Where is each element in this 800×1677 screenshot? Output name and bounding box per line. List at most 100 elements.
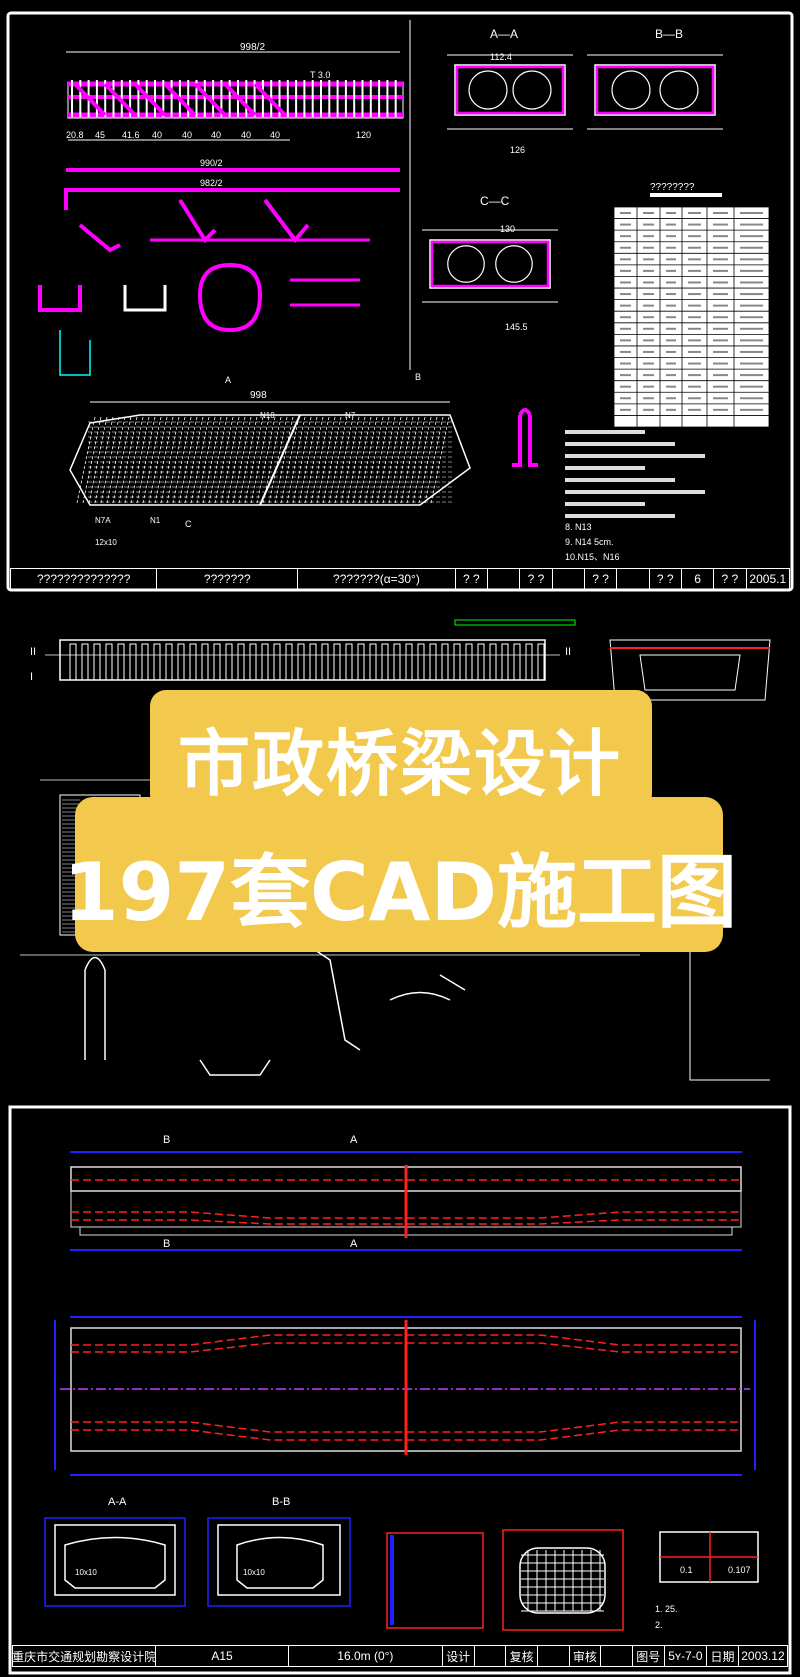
- void-outline: [447, 245, 485, 283]
- table-cell: [666, 235, 676, 238]
- title-block-cell: 2005.1: [749, 572, 787, 586]
- table-cell: [713, 408, 728, 411]
- banner-background-bottom: [75, 797, 723, 952]
- table-cell: [620, 408, 631, 411]
- dim-label: 145.5: [505, 322, 528, 332]
- table-cell: [740, 258, 763, 261]
- rebar-elevation: 998/2 20.8 45 41.6 40 40 40 40 40 120 T …: [66, 42, 404, 141]
- section-outline: [454, 64, 566, 116]
- table-cell: [666, 212, 676, 214]
- table-cell: [740, 235, 763, 238]
- title-block-cell: 5ʏ-7-0: [665, 1646, 708, 1666]
- cut-label: C: [185, 519, 192, 529]
- note-line: [565, 430, 645, 434]
- table-cell: [620, 281, 631, 284]
- beam-plan: [54, 1316, 756, 1476]
- table-cell: [643, 327, 654, 330]
- table-cell: [643, 212, 654, 214]
- table-cell: [713, 397, 728, 400]
- table-cell: [713, 304, 728, 307]
- bent-bar: [73, 82, 107, 117]
- title-block-cell: 审核: [570, 1646, 602, 1666]
- table-cell: [643, 385, 654, 388]
- table-cell: [740, 397, 763, 400]
- table-cell: [666, 339, 676, 342]
- table-cell: [688, 235, 701, 238]
- table-cell: [740, 316, 763, 319]
- dim-label: 998/2: [240, 42, 265, 53]
- dim-label: 10x10: [243, 1568, 265, 1577]
- bent-bar: [133, 82, 167, 117]
- section-label-a-a: A-A: [108, 1496, 127, 1508]
- void-outline: [512, 70, 552, 110]
- table-cell: [643, 316, 654, 319]
- dim-label: 40: [211, 130, 221, 140]
- cut-label: A: [350, 1134, 358, 1146]
- table-cell: [666, 223, 676, 226]
- table-cell: [713, 212, 728, 214]
- table-cell: [666, 362, 676, 365]
- dim-label: 45: [95, 130, 105, 140]
- section-label-c: C—C: [480, 194, 510, 208]
- dim-label: 40: [182, 130, 192, 140]
- table-cell: [643, 269, 654, 272]
- section-rebar: [595, 65, 715, 115]
- table-cell: [620, 235, 631, 238]
- table-cell: [740, 385, 763, 388]
- table-cell: [713, 269, 728, 272]
- table-cell: [740, 408, 763, 411]
- table-cell: [740, 223, 763, 226]
- title-block-cell: 16.0m (0°): [289, 1646, 443, 1666]
- table-cell: [643, 246, 654, 249]
- table-cell: [713, 385, 728, 388]
- table-cell: [740, 350, 763, 353]
- table-cell: [620, 374, 631, 377]
- table-cell: [620, 246, 631, 249]
- void-outline: [611, 70, 651, 110]
- banner-background-top: [150, 690, 652, 810]
- table-cell: [620, 397, 631, 400]
- table-cell: [713, 223, 728, 226]
- note-line: [565, 502, 645, 506]
- table-cell: [643, 235, 654, 238]
- table-cell: [643, 258, 654, 261]
- table-cell: 0.1: [680, 1565, 693, 1575]
- title-block-cell: [601, 1646, 633, 1666]
- title-block-cell: 6: [682, 569, 715, 589]
- title-block-cell: ? ?: [714, 569, 747, 589]
- table-cell: [713, 374, 728, 377]
- table-cell: [643, 374, 654, 377]
- dim-label: 990/2: [200, 158, 223, 168]
- title-block-cell: [617, 569, 650, 589]
- dim-label: 126: [510, 145, 525, 155]
- dim-label: 10x10: [75, 1568, 97, 1577]
- table-cell: [666, 327, 676, 330]
- table-cell: [688, 223, 701, 226]
- void-outline: [659, 70, 699, 110]
- title-block-cell: 日期: [707, 1646, 739, 1666]
- table-cell: [688, 408, 701, 411]
- table-cell: [688, 281, 701, 284]
- note-line: [565, 466, 645, 470]
- table-cell: [688, 385, 701, 388]
- section-label-b: B—B: [655, 27, 683, 41]
- banner-subtitle: 197套CAD施工图: [62, 846, 738, 939]
- title-block-cell: ???????: [157, 569, 299, 589]
- table-cell: [620, 385, 631, 388]
- table-cell: [688, 212, 701, 214]
- table-cell: [643, 223, 654, 226]
- table-cell: [740, 327, 763, 330]
- section-outline: [429, 239, 551, 289]
- table-cell: [620, 339, 631, 342]
- table-cell: [620, 362, 631, 365]
- section-rebar: [430, 240, 550, 288]
- table-cell: [620, 223, 631, 226]
- title-block-cell: ??????????????: [11, 569, 158, 589]
- table-cell: [688, 339, 701, 342]
- table-cell: [688, 293, 701, 296]
- table-cell: [666, 258, 676, 261]
- table-cell: [740, 246, 763, 249]
- cut-label: B: [163, 1238, 170, 1250]
- title-block-cell: ? ?: [456, 569, 489, 589]
